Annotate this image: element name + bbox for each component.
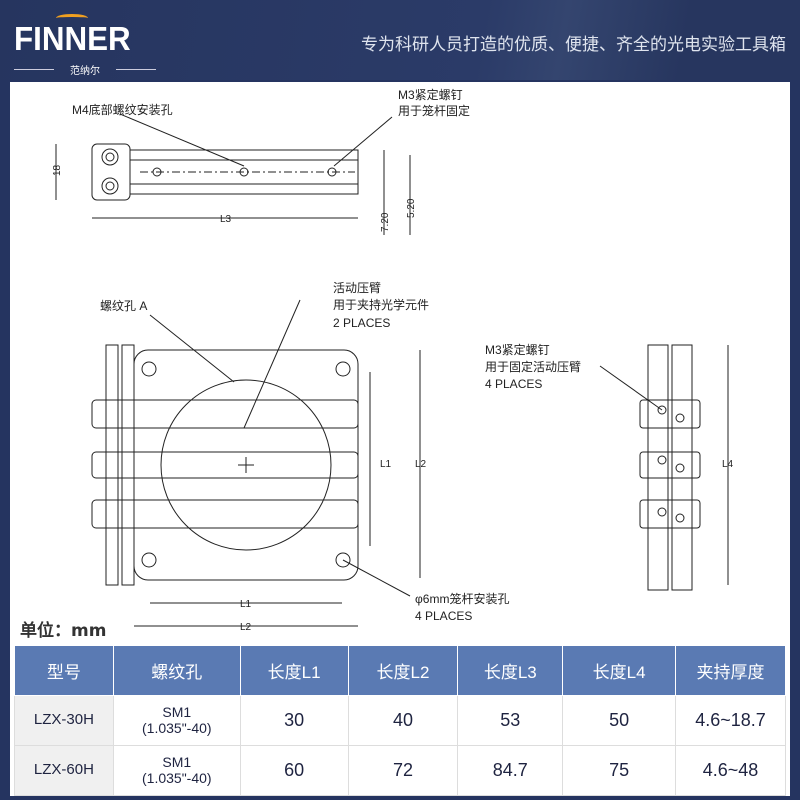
label-side-use: 用于固定活动压臂: [485, 359, 581, 374]
label-arm: 活动压臂: [333, 281, 381, 295]
logo-sub: 范纳尔: [14, 62, 156, 77]
table-row: LZX-60H SM1(1.035"-40) 60 72 84.7 75 4.6…: [14, 745, 786, 796]
cell-l4: 75: [562, 745, 677, 796]
spec-table: 型号 螺纹孔 长度L1 长度L2 长度L3 长度L4 夹持厚度 LZX-30H …: [14, 645, 786, 796]
col-l2: 长度L2: [347, 645, 459, 696]
col-thread: 螺纹孔: [112, 645, 241, 696]
label-side-screw: M3紧定螺钉: [485, 342, 550, 357]
dim-l1-horizontal: L1: [240, 599, 252, 610]
thread-spec: (1.035"-40): [142, 769, 212, 786]
slogan: 专为科研人员打造的优质、便捷、齐全的光电实验工具箱: [361, 35, 786, 55]
dim-l4: L4: [722, 459, 734, 470]
cell-l1: 60: [239, 745, 349, 796]
top-view: [55, 113, 411, 235]
logo-name: FINNER: [14, 20, 131, 57]
cell-model: LZX-60H: [14, 745, 114, 796]
col-l3: 长度L3: [457, 645, 564, 696]
dim-l3: L3: [220, 214, 232, 225]
label-m3-use: 用于笼杆固定: [398, 103, 470, 118]
dim-7-20: 7.20: [380, 212, 391, 232]
front-view: [91, 299, 421, 627]
thread-name: SM1: [162, 704, 192, 721]
cell-thread: SM1(1.035"-40): [112, 745, 241, 796]
label-arm-use: 用于夹持光学元件: [333, 297, 429, 312]
cell-l3: 53: [457, 695, 564, 746]
label-m4-hole: M4底部螺纹安装孔: [72, 102, 173, 117]
col-l1: 长度L1: [239, 645, 349, 696]
cell-l2: 72: [347, 745, 459, 796]
label-rod-places: 4 PLACES: [415, 609, 472, 623]
thread-name: SM1: [162, 754, 192, 771]
cell-thread: SM1(1.035"-40): [112, 695, 241, 746]
label-thread-a: 螺纹孔 A: [100, 299, 147, 313]
cell-thickness: 4.6~48: [675, 745, 786, 796]
cell-thickness: 4.6~18.7: [675, 695, 786, 746]
thread-spec: (1.035"-40): [142, 719, 212, 736]
cell-l1: 30: [239, 695, 349, 746]
unit-label: 单位：mm: [20, 621, 107, 641]
technical-drawing: M4底部螺纹安装孔 M3紧定螺钉 用于笼杆固定 18 L3 7.20 5.20 …: [52, 87, 734, 633]
dim-l1-vertical: L1: [380, 459, 392, 470]
label-m3-screw: M3紧定螺钉: [398, 87, 463, 102]
cell-l4: 50: [562, 695, 677, 746]
col-l4: 长度L4: [562, 645, 677, 696]
dim-5-20: 5.20: [406, 198, 417, 218]
header: FINNER 范纳尔 专为科研人员打造的优质、便捷、齐全的光电实验工具箱: [0, 0, 800, 80]
col-thickness: 夹持厚度: [675, 645, 786, 696]
table-header: 型号 螺纹孔 长度L1 长度L2 长度L3 长度L4 夹持厚度: [14, 645, 786, 696]
logo-arc: [56, 14, 88, 22]
label-arm-places: 2 PLACES: [333, 316, 390, 330]
cell-l2: 40: [347, 695, 459, 746]
dim-l2-vertical: L2: [415, 459, 427, 470]
cell-model: LZX-30H: [14, 695, 114, 746]
label-side-places: 4 PLACES: [485, 377, 542, 391]
side-view: [599, 344, 729, 591]
logo: FINNER 范纳尔: [14, 14, 156, 77]
dim-18: 18: [52, 164, 63, 176]
label-rod-hole: φ6mm笼杆安装孔: [415, 591, 509, 606]
cell-l3: 84.7: [457, 745, 564, 796]
table-row: LZX-30H SM1(1.035"-40) 30 40 53 50 4.6~1…: [14, 695, 786, 746]
dim-l2-horizontal: L2: [240, 622, 252, 633]
col-model: 型号: [14, 645, 114, 696]
